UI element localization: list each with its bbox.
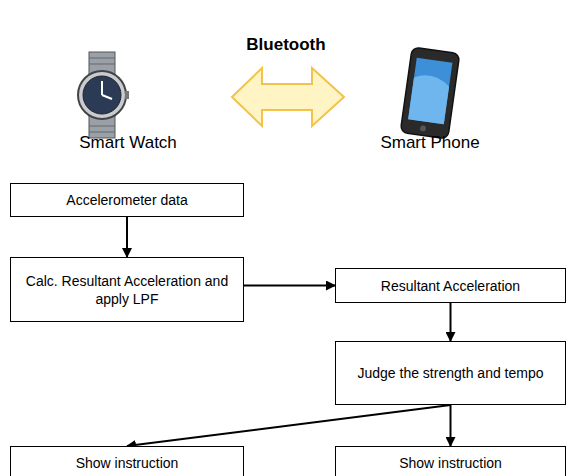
flow-arrow [126, 217, 128, 257]
device-label: Smart Phone [380, 133, 479, 153]
box-text: Judge the strength and tempo [357, 364, 543, 382]
process-box: Show instruction [10, 446, 244, 476]
link-label: Bluetooth [246, 35, 325, 55]
flow-arrow [127, 405, 451, 446]
device-label: Smart Watch [79, 133, 177, 153]
flow-arrow [244, 285, 335, 287]
process-box: Accelerometer data [10, 183, 244, 217]
flow-arrow [450, 303, 452, 341]
box-text: Show instruction [76, 454, 179, 472]
process-box: Judge the strength and tempo [335, 341, 566, 405]
watch-icon [78, 52, 129, 138]
process-box: Calc. Resultant Acceleration and apply L… [10, 257, 244, 322]
box-text: Calc. Resultant Acceleration and apply L… [19, 272, 235, 308]
box-text: Show instruction [399, 454, 502, 472]
process-box: Show instruction [335, 446, 566, 476]
phone-icon [400, 47, 460, 139]
process-box: Resultant Acceleration [335, 268, 566, 303]
box-text: Resultant Acceleration [381, 277, 520, 295]
bluetooth-arrow [232, 68, 344, 126]
flow-arrow [450, 405, 452, 446]
box-text: Accelerometer data [66, 191, 187, 209]
